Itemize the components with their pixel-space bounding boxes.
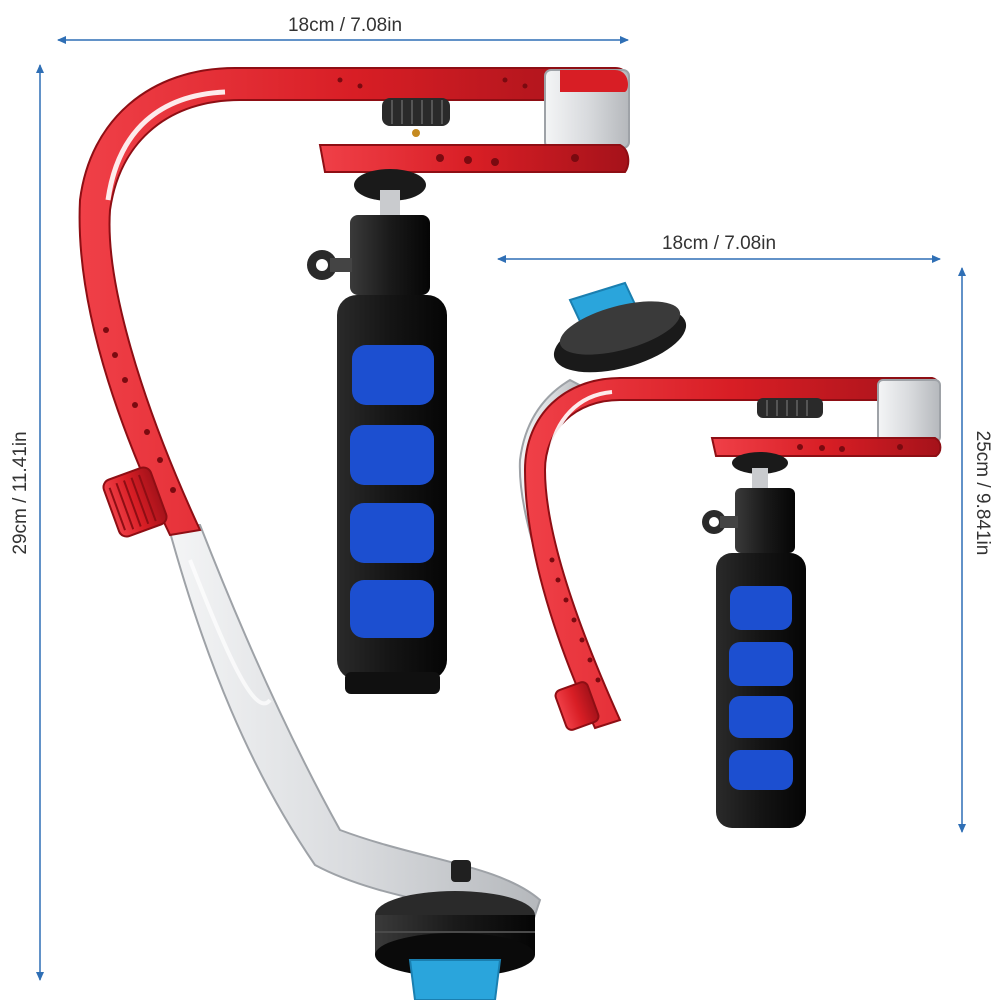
small-red-knob	[554, 681, 600, 731]
large-grip-pad-1	[352, 345, 434, 405]
large-stabilizer	[78, 67, 630, 1000]
small-stabilizer	[518, 281, 942, 828]
large-set-screw	[451, 860, 471, 882]
small-grip-pad-2	[729, 642, 793, 686]
large-camera-platform	[318, 144, 630, 173]
small-frame-holes	[549, 557, 601, 683]
large-frame-holes	[103, 77, 528, 493]
large-grip-pad-4	[350, 580, 434, 638]
large-top-plate	[560, 70, 628, 92]
large-grip-pad-2	[350, 425, 434, 485]
small-height-label: 25cm / 9.841in	[972, 431, 993, 556]
small-ball-head	[732, 452, 788, 474]
small-height-dimension: 25cm / 9.841in	[958, 267, 993, 833]
large-grip-pad-3	[350, 503, 434, 563]
large-red-frame	[78, 67, 630, 537]
large-ball-head	[354, 169, 426, 201]
small-grip-pad-1	[730, 586, 792, 630]
large-red-knob	[102, 466, 168, 538]
small-grip-pad-3	[729, 696, 793, 738]
small-width-label: 18cm / 7.08in	[662, 233, 776, 254]
small-hinge-block	[877, 379, 941, 443]
large-width-label: 18cm / 7.08in	[288, 15, 402, 36]
large-thumb-screw	[382, 98, 450, 137]
large-height-label: 29cm / 11.41in	[10, 431, 31, 554]
large-height-dimension: 29cm / 11.41in	[10, 64, 44, 981]
large-width-dimension: 18cm / 7.08in	[57, 15, 629, 44]
large-blue-clamp	[408, 959, 502, 1000]
small-camera-platform	[710, 437, 942, 457]
large-lock-lever	[307, 250, 352, 280]
small-width-dimension: 18cm / 7.08in	[497, 233, 941, 263]
small-grip-pad-4	[729, 750, 793, 790]
small-lock-lever	[702, 510, 738, 534]
small-thumb-screw	[757, 398, 823, 418]
